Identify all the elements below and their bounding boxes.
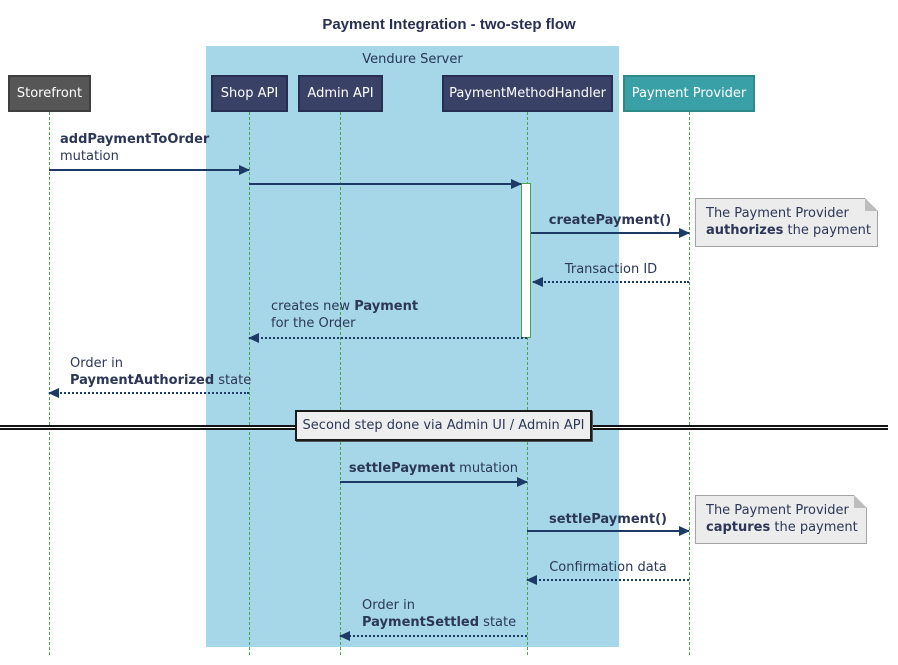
arrow-add-payment-to-order	[49, 165, 250, 175]
message-label-order-payment-settled: Order in PaymentSettled state	[362, 598, 517, 630]
lifeline-payment-provider	[689, 112, 690, 655]
message-label-create-payment: createPayment()	[548, 213, 672, 228]
lifeline-storefront	[49, 112, 50, 655]
lifeline-admin-api	[340, 112, 341, 655]
arrow-creates-new-payment	[248, 333, 527, 343]
note-authorizes-payment: The Payment Provider authorizes the paym…	[695, 198, 878, 247]
participant-payment-method-handler: PaymentMethodHandler	[442, 75, 613, 112]
note-captures-payment: The Payment Provider captures the paymen…	[695, 495, 867, 544]
participant-payment-provider: Payment Provider	[623, 75, 755, 112]
lifeline-shop-api	[249, 112, 250, 655]
vendure-server-label: Vendure Server	[362, 52, 463, 67]
message-label-confirmation-data: Confirmation data	[549, 560, 667, 575]
message-label-settle-payment-call: settlePayment()	[549, 512, 667, 527]
message-label-add-payment-to-order: addPaymentToOrder mutation	[60, 132, 210, 164]
message-label-transaction-id: Transaction ID	[564, 262, 658, 277]
arrow-transaction-id	[532, 277, 689, 287]
message-label-creates-new-payment: creates new Payment for the Order	[271, 299, 419, 331]
arrow-order-payment-authorized	[48, 388, 249, 398]
arrow-create-payment	[531, 228, 690, 238]
participant-admin-api: Admin API	[298, 75, 383, 112]
divider-label: Second step done via Admin UI / Admin AP…	[295, 410, 592, 441]
arrow-confirmation-data	[526, 575, 689, 585]
participant-storefront: Storefront	[8, 75, 91, 112]
message-label-order-payment-authorized: Order in PaymentAuthorized state	[70, 356, 252, 388]
activation-bar-payment-method-handler	[521, 183, 531, 338]
lifeline-payment-method-handler	[527, 112, 528, 655]
diagram-title: Payment Integration - two-step flow	[322, 16, 576, 33]
vendure-server-group	[206, 46, 619, 647]
arrow-shop-api-to-handler	[249, 179, 522, 189]
arrow-settle-payment-mutation	[340, 477, 528, 487]
arrow-order-payment-settled	[339, 631, 527, 641]
participant-shop-api: Shop API	[211, 75, 288, 112]
arrow-settle-payment-call	[527, 526, 690, 536]
message-label-settle-payment-mutation: settlePayment mutation	[348, 461, 519, 476]
